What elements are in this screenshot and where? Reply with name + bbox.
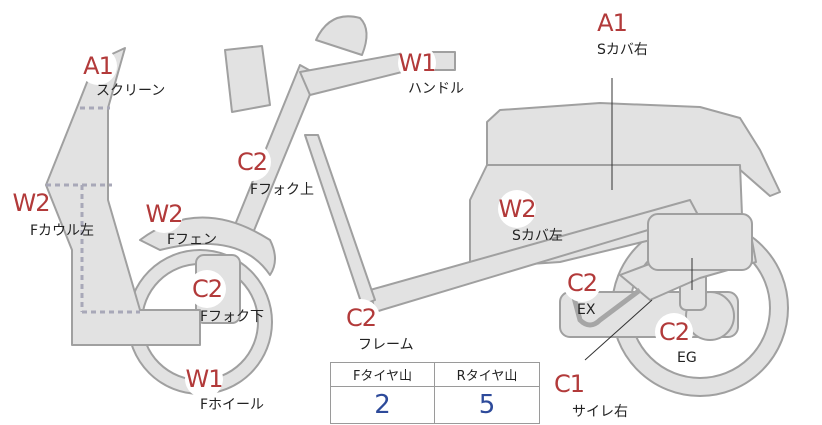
- part-label: EX: [577, 302, 596, 318]
- part-label: EG: [677, 350, 697, 366]
- part-code-badge: W2: [498, 190, 537, 228]
- part-code-badge: C2: [655, 313, 693, 351]
- part-label: ハンドル: [408, 81, 464, 97]
- headlight: [224, 45, 271, 113]
- front-fender: [139, 216, 276, 276]
- rear-tire-tread-header: Rタイヤ山: [435, 363, 539, 387]
- front-tire-tread-value: 2: [331, 387, 435, 423]
- part-label: Sカバ右: [597, 42, 648, 58]
- leader-line-silencer: [584, 299, 653, 361]
- part-code-badge: C2: [563, 264, 601, 302]
- part-code-badge: W1: [398, 44, 437, 82]
- rear-tire-tread-value: 5: [478, 390, 496, 420]
- part-code-badge: C2: [188, 270, 226, 308]
- part-label: Fフォク下: [200, 309, 265, 325]
- part-code-badge: C2: [233, 143, 271, 181]
- part-label: Fフォク上: [250, 182, 315, 198]
- part-code-badge: A1: [79, 47, 117, 85]
- muffler: [647, 213, 753, 271]
- part-code-badge: C2: [342, 299, 380, 337]
- part-label: Fフェン: [167, 232, 218, 248]
- exhaust-pipe: [569, 288, 642, 328]
- part-code-badge: W2: [12, 184, 51, 222]
- part-label: Fカウル左: [30, 223, 95, 239]
- part-code-badge: A1: [593, 4, 631, 42]
- tire-tread-table: Fタイヤ山 Rタイヤ山 2 5: [330, 362, 540, 424]
- part-label: スクリーン: [96, 83, 166, 99]
- front-cowl: [45, 47, 201, 346]
- part-label: サイレ右: [572, 404, 628, 420]
- part-label: フレーム: [358, 337, 414, 353]
- mirror: [315, 15, 368, 56]
- front-tire-tread-header: Fタイヤ山: [331, 363, 435, 387]
- part-code-badge: W2: [145, 195, 184, 233]
- part-code-badge: W1: [185, 360, 224, 398]
- part-label: Sカバ左: [512, 228, 563, 244]
- frame-down: [304, 134, 376, 306]
- part-label: Fホイール: [200, 397, 265, 413]
- part-code-badge: C1: [550, 365, 588, 403]
